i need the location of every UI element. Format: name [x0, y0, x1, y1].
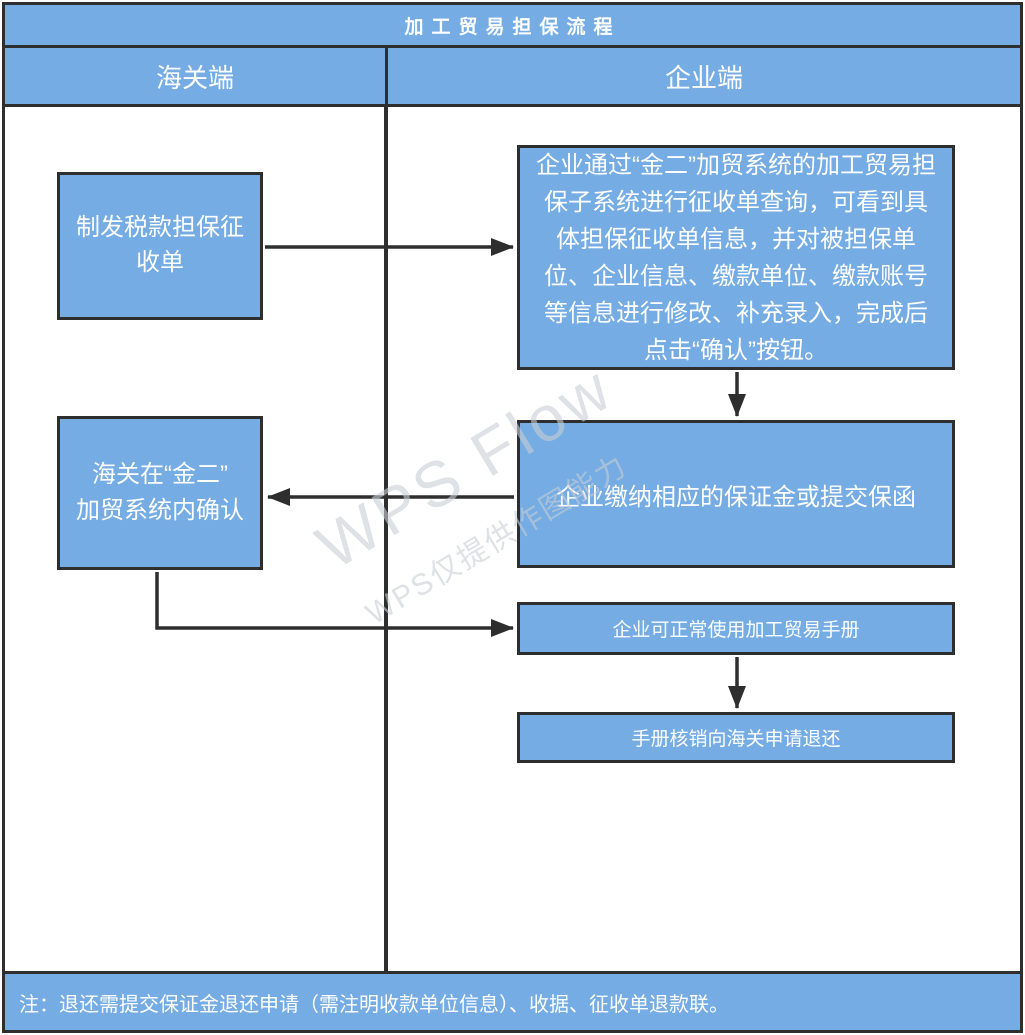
column-header-customs-label: 海关端	[155, 62, 234, 93]
footer-note-bar: 注：退还需提交保证金退还申请（需注明收款单位信息）、收据、征收单退款联。	[2, 971, 1023, 1033]
node-enterprise-use-manual: 企业可正常使用加工贸易手册	[517, 602, 955, 655]
column-header-enterprise: 企业端	[385, 45, 1023, 107]
footer-note-text: 注：退还需提交保证金退还申请（需注明收款单位信息）、收据、征收单退款联。	[19, 993, 729, 1016]
chart-title-bar: 加工贸易担保流程	[2, 2, 1023, 48]
node-enterprise-query-and-confirm: 企业通过“金二”加贸系统的加工贸易担保子系统进行征收单查询，可看到具体担保征收单…	[517, 145, 955, 370]
swimlane-divider	[384, 104, 388, 974]
column-header-customs: 海关端	[2, 45, 388, 107]
column-header-enterprise-label: 企业端	[664, 62, 743, 93]
node-enterprise-pay-deposit: 企业缴纳相应的保证金或提交保函	[517, 420, 955, 568]
node-customs-confirm-in-system: 海关在“金二” 加贸系统内确认	[57, 416, 263, 570]
node-issue-tax-guarantee-form: 制发税款担保征 收单	[57, 172, 263, 320]
node-manual-verification-refund: 手册核销向海关申请退还	[517, 712, 955, 763]
chart-title: 加工贸易担保流程	[404, 16, 621, 38]
